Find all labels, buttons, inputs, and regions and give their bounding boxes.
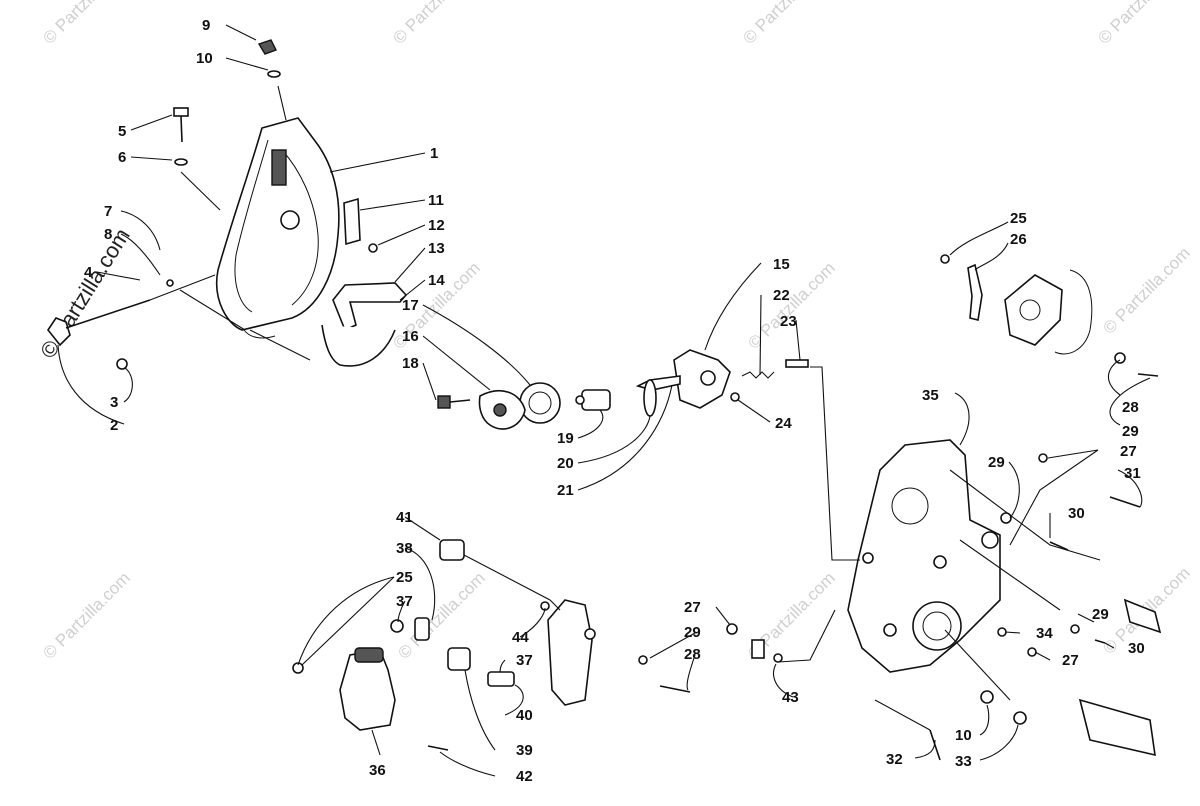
callout-37: 37 [396,593,413,610]
callout-29: 29 [1122,423,1139,440]
callout-12: 12 [428,217,445,234]
callout-41: 41 [396,509,413,526]
callout-27: 27 [1120,443,1137,460]
callout-35: 35 [922,387,939,404]
bolt-18 [437,395,471,409]
cover-plate [343,197,378,253]
washer-stack [635,375,681,417]
watermark: © Partzilla.com [1099,243,1193,337]
callout-44: 44 [512,629,529,646]
callout-24: 24 [775,415,792,432]
callout-27: 27 [1062,652,1079,669]
callout-2: 2 [110,417,118,434]
callout-38: 38 [396,540,413,557]
callout-6: 6 [118,149,126,166]
callout-4: 4 [84,264,93,281]
callout-11: 11 [428,192,444,209]
chain-case-cover [215,117,340,339]
retaining-spring [321,324,396,367]
callout-20: 20 [557,455,574,472]
callout-3: 3 [110,394,118,411]
pulley-bracket [940,254,1159,377]
latch-bracket [332,282,408,332]
watermark: © Partzilla.com [739,0,833,48]
watermark: © Partzilla.com [39,0,133,48]
callout-7: 7 [104,203,112,220]
callout-28: 28 [1122,399,1139,416]
pump-impeller [478,390,526,430]
callout-17: 17 [402,297,419,314]
spring-and-pin [730,359,809,402]
callout-25: 25 [1010,210,1027,227]
callout-15: 15 [773,256,790,273]
callout-32: 32 [886,751,903,768]
callout-29: 29 [684,624,701,641]
callout-40: 40 [516,707,533,724]
callout-25: 25 [396,569,413,586]
callout-10: 10 [196,50,213,67]
idler-bracket [292,647,449,751]
callout-18: 18 [402,355,419,372]
callout-31: 31 [1124,465,1141,482]
callout-5: 5 [118,123,126,140]
watermark-main: © Partzilla.com [35,224,135,363]
tensioner-housing [673,349,731,409]
callout-39: 39 [516,742,533,759]
callout-10: 10 [955,727,972,744]
callout-8: 8 [104,226,112,243]
watermark: © Partzilla.com [1094,0,1188,48]
callout-14: 14 [428,272,445,289]
callout-42: 42 [516,768,533,785]
callout-43: 43 [782,689,799,706]
callout-23: 23 [780,313,797,330]
callout-36: 36 [369,762,386,779]
callout-29: 29 [1092,606,1109,623]
bushing [575,389,611,411]
right-hardware [929,453,1162,761]
idler-arm [540,599,691,706]
gear-case [847,439,1001,673]
callout-30: 30 [1068,505,1085,522]
callout-33: 33 [955,753,972,770]
callout-13: 13 [428,240,445,257]
callout-29: 29 [988,454,1005,471]
callout-27: 27 [684,599,701,616]
callout-22: 22 [773,287,790,304]
leader-lines [57,24,1151,777]
bearing-cup [519,382,561,424]
callout-1: 1 [430,145,438,162]
cap-and-washer [257,39,281,78]
sleeves-and-spacers [390,539,783,687]
callout-28: 28 [684,646,701,663]
callout-21: 21 [557,482,574,499]
brake-shaft [47,274,216,370]
callout-19: 19 [557,430,574,447]
callout-30: 30 [1128,640,1145,657]
callout-34: 34 [1036,625,1053,642]
callout-37: 37 [516,652,533,669]
callout-26: 26 [1010,231,1027,248]
watermark: © Partzilla.com [389,0,483,48]
callout-numbers: 9 10 5 6 1 7 8 4 11 12 13 14 3 2 15 22 2… [84,17,1145,785]
dipstick [173,107,189,166]
watermark: © Partzilla.com [39,568,133,662]
callout-9: 9 [202,17,210,34]
watermark: © Partzilla.com [744,258,838,352]
callout-16: 16 [402,328,419,345]
